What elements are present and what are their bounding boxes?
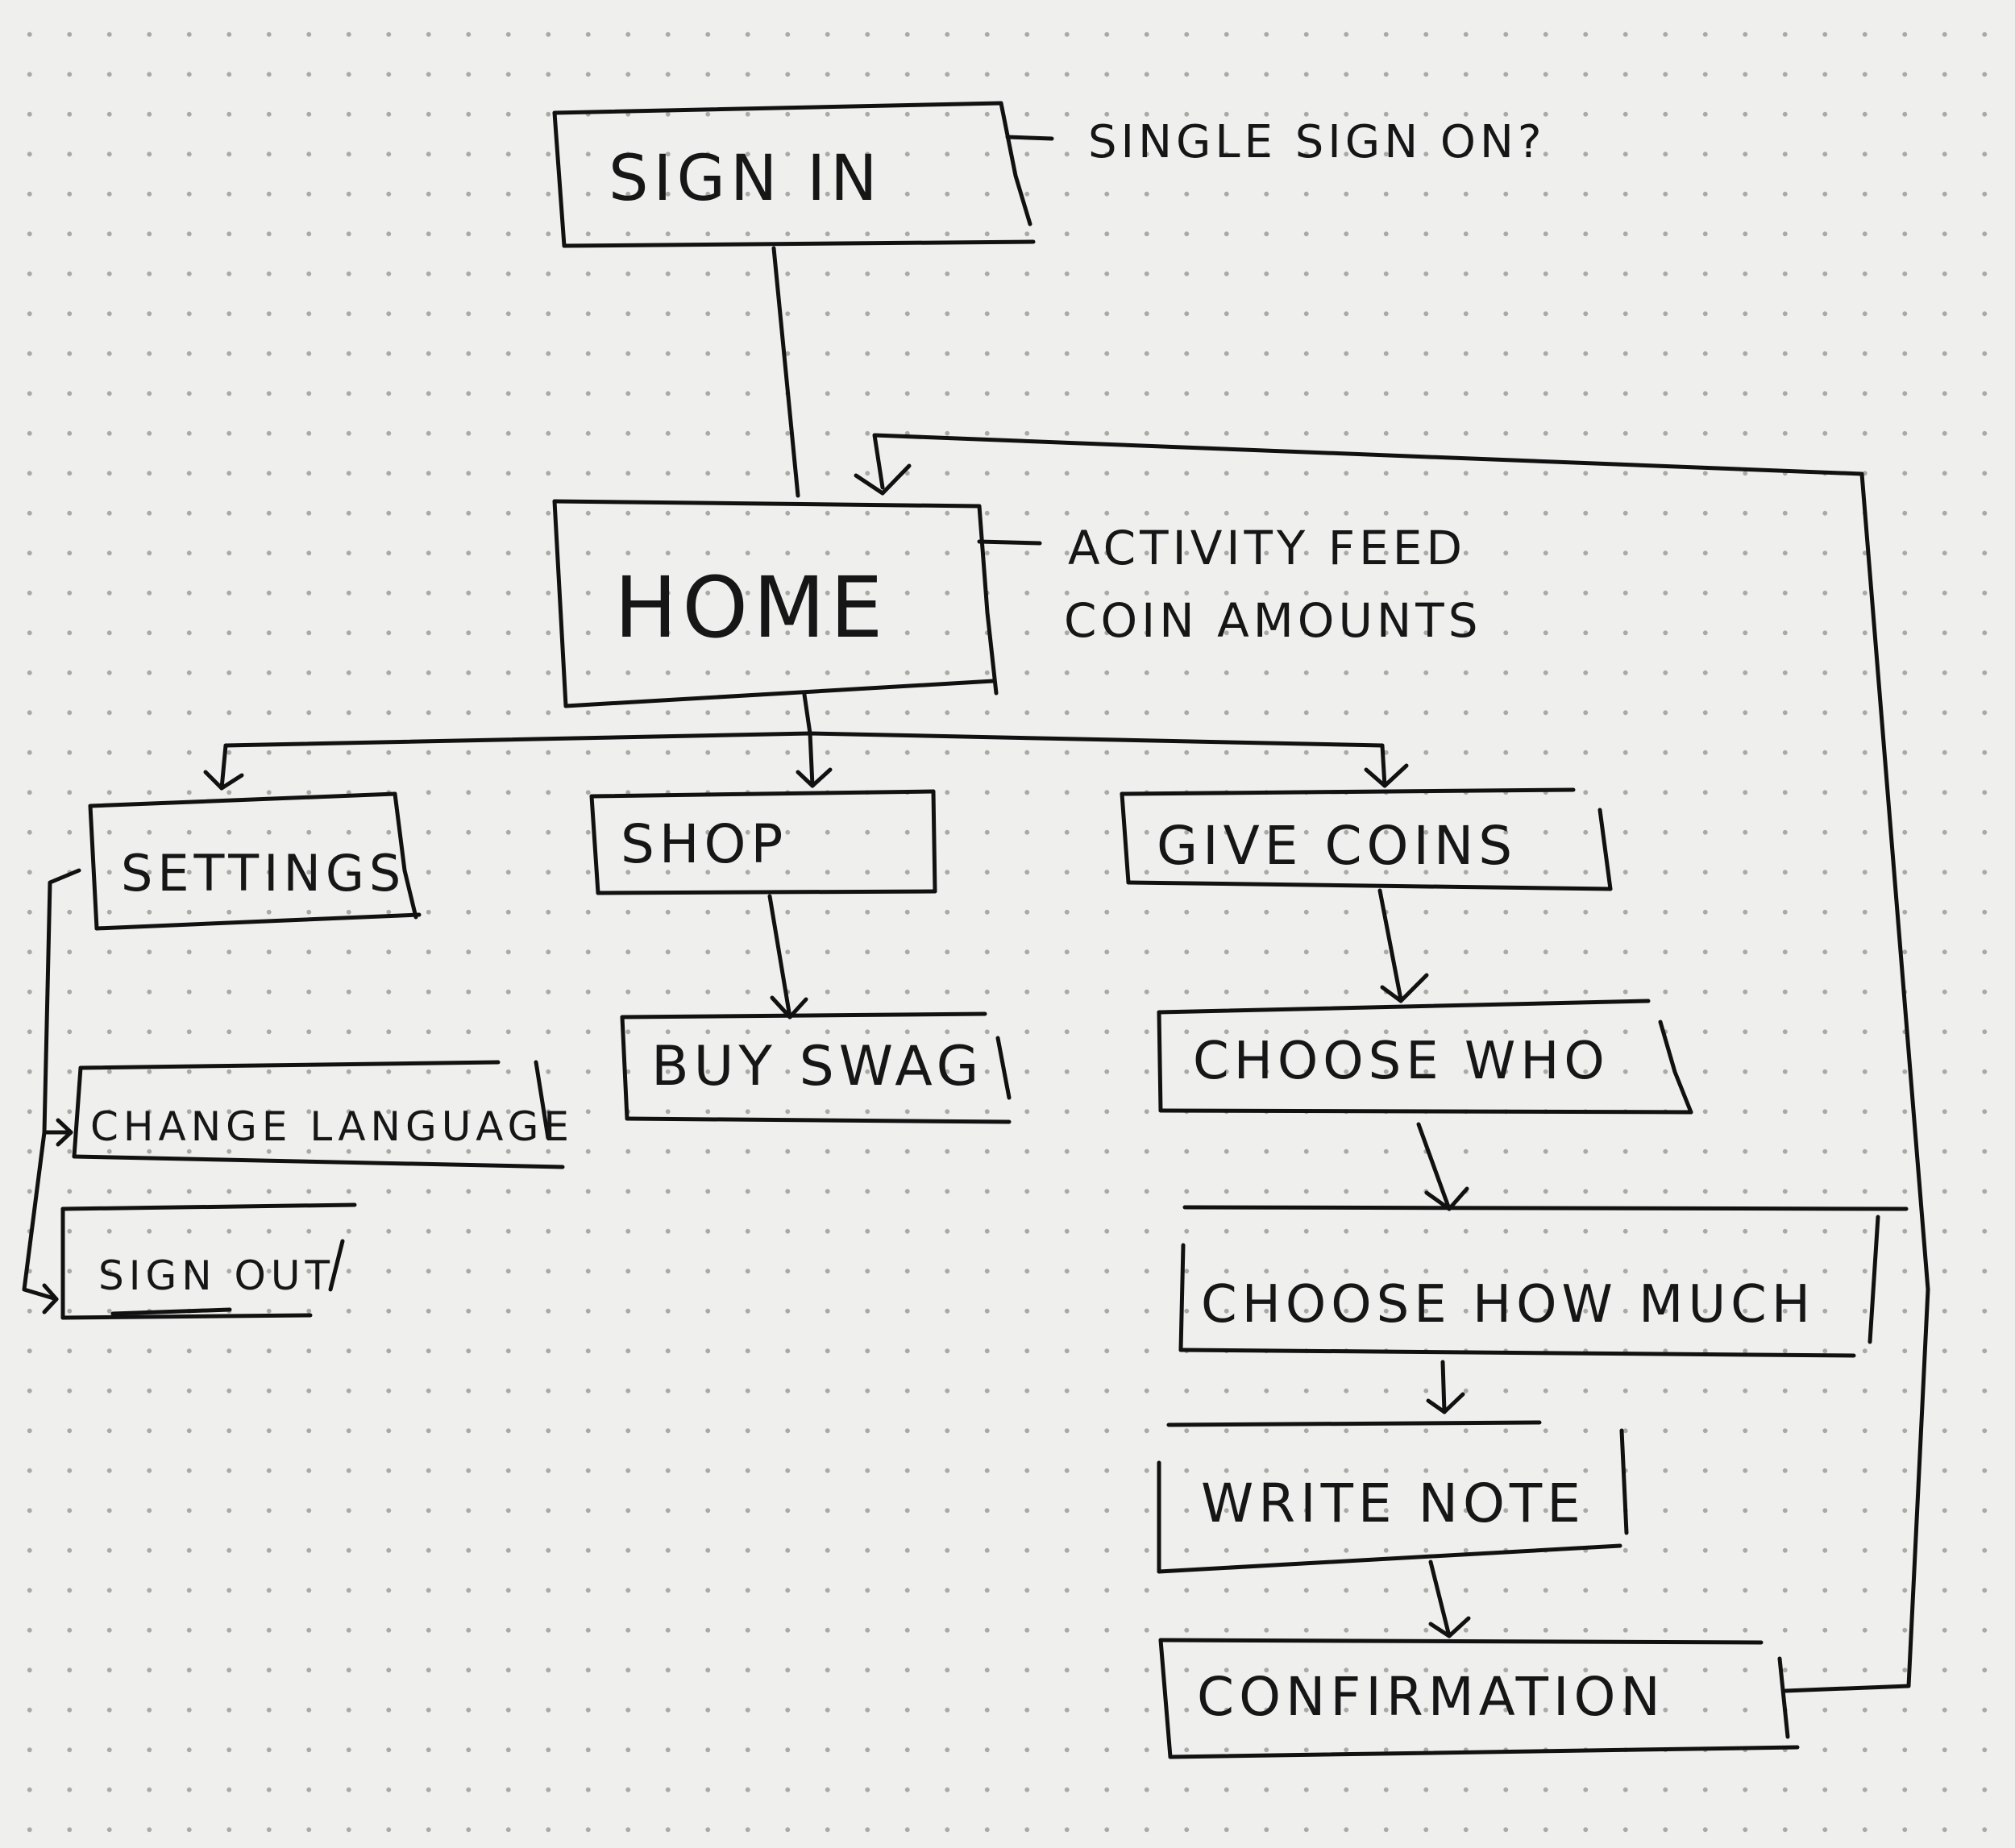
arrow-settings-to-children <box>22 868 81 1314</box>
node-settings: SETTINGS <box>121 844 405 903</box>
box-sign-out <box>60 1202 357 1320</box>
arrow-write-note-to-confirmation <box>1428 1559 1471 1638</box>
box-choose-how-much <box>1178 1205 1909 1358</box>
node-shop: SHOP <box>621 813 787 875</box>
arrow-choose-who-to-how-much <box>1416 1122 1469 1211</box>
arrow-shop-to-buy-swag <box>767 894 808 1020</box>
box-choose-who <box>1157 999 1693 1115</box>
note-single-sign-on: SINGLE SIGN ON? <box>1088 116 1546 168</box>
node-sign-in: SIGN IN <box>609 143 882 215</box>
node-buy-swag: BUY SWAG <box>651 1035 983 1098</box>
node-choose-who: CHOOSE WHO <box>1193 1032 1610 1091</box>
node-confirmation: CONFIRMATION <box>1197 1666 1665 1728</box>
box-write-note <box>1157 1420 1629 1574</box>
node-change-language: CHANGE LANGUAGE <box>90 1103 574 1150</box>
node-write-note: WRITE NOTE <box>1201 1472 1585 1534</box>
arrow-confirmation-to-home <box>854 433 1930 1693</box>
box-buy-swag <box>620 1011 1012 1124</box>
box-sign-in <box>552 101 1036 248</box>
box-change-language <box>72 1060 565 1169</box>
note-coin-amounts: COIN AMOUNTS <box>1064 593 1482 648</box>
note-connector-sign-in <box>1005 135 1054 141</box>
box-home <box>552 499 999 708</box>
arrow-how-much-to-write-note <box>1426 1360 1465 1414</box>
node-give-coins: GIVE COINS <box>1157 815 1517 877</box>
box-shop <box>589 789 937 895</box>
node-choose-how-much: CHOOSE HOW MUCH <box>1201 1275 1815 1335</box>
box-settings <box>88 791 422 931</box>
note-connector-home <box>977 539 1042 546</box>
arrow-give-coins-to-choose-who <box>1377 888 1429 1003</box>
arrow-home-branches <box>203 692 1409 791</box>
box-confirmation <box>1158 1638 1800 1759</box>
box-give-coins <box>1120 787 1613 891</box>
node-home: HOME <box>614 559 888 657</box>
note-activity-feed: ACTIVITY FEED <box>1068 521 1466 575</box>
node-sign-out: SIGN OUT <box>98 1252 334 1299</box>
arrow-sign-in-to-home <box>771 246 800 498</box>
